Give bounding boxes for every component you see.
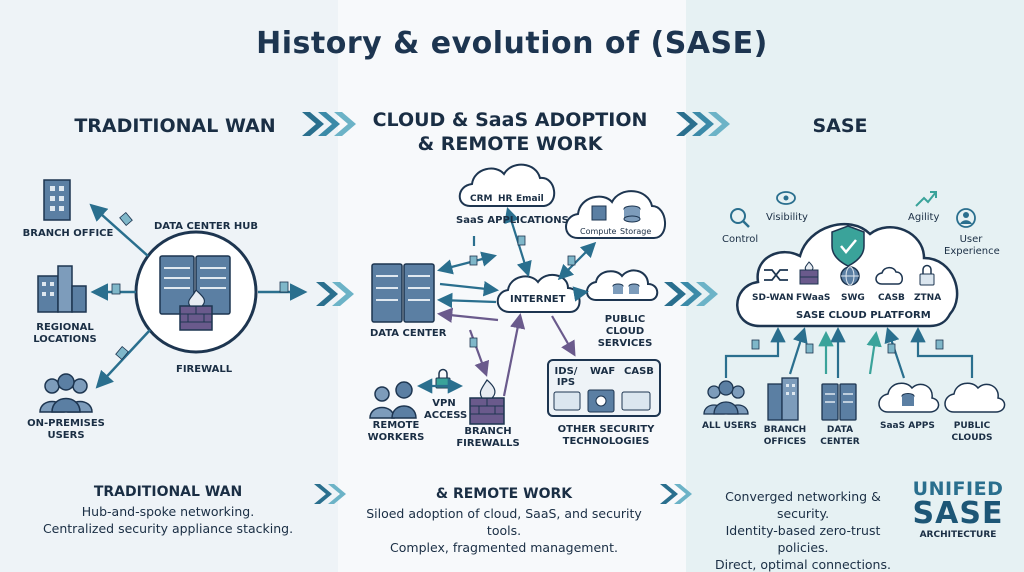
chevron-arrows-bottom-right xyxy=(660,484,692,504)
swg-globe-icon xyxy=(840,266,860,286)
cloud-adoption-description: & REMOTE WORK Siloed adoption of cloud, … xyxy=(352,486,656,556)
sd-wan-icon xyxy=(764,269,788,281)
branch-office-label: BRANCH OFFICE xyxy=(22,228,114,239)
public-cloud-icon xyxy=(586,269,659,301)
data-center-hub-icon xyxy=(159,255,231,315)
unified-sase-badge: UNIFIED SASE ARCHITECTURE xyxy=(902,480,1014,540)
chevron-arrows-bottom-left xyxy=(314,484,346,504)
sase-desc-line3: Direct, optimal connections. xyxy=(715,557,891,572)
firewall-label: FIREWALL xyxy=(176,364,233,375)
endpoint-data-center: DATA CENTER xyxy=(820,425,860,447)
vpn-access-label: VPN ACCESS xyxy=(424,398,468,421)
other-security-technologies-label: OTHER SECURITY TECHNOLOGIES xyxy=(557,424,655,447)
compute-label: Compute xyxy=(580,227,617,236)
benefit-user-experience: User Experience xyxy=(944,234,1000,257)
data-center-hub-label: DATA CENTER HUB xyxy=(154,221,259,232)
endpoint-all-users: ALL USERS xyxy=(702,421,757,431)
saas-applications-label: SaaS APPLICATIONS xyxy=(456,215,569,226)
packet-icons-left xyxy=(111,212,289,360)
firewall-icon xyxy=(179,288,213,331)
endpoint-branch-offices: BRANCH OFFICES xyxy=(763,425,807,447)
chevron-arrows-top-left xyxy=(302,112,356,136)
user-experience-icon xyxy=(956,208,976,228)
remote-workers-icon xyxy=(369,381,417,419)
saas-app-email: Email xyxy=(516,194,544,204)
branch-firewalls-icon xyxy=(469,379,505,425)
on-premises-users-icon xyxy=(39,373,93,413)
badge-line3: ARCHITECTURE xyxy=(919,530,997,540)
traditional-wan-desc-line2: Centralized security appliance stacking. xyxy=(42,521,294,536)
saas-cloud xyxy=(458,163,555,207)
traditional-wan-title: TRADITIONAL WAN xyxy=(74,115,276,137)
branch-offices-icon xyxy=(767,377,799,421)
agility-icon xyxy=(915,191,937,207)
sase-description: Converged networking & security. Identit… xyxy=(700,488,906,572)
visibility-icon xyxy=(776,191,796,205)
saas-apps-cloud-icon xyxy=(878,382,940,413)
sase-green-arrows xyxy=(818,330,882,375)
traditional-wan-description: TRADITIONAL WAN Hub-and-spoke networking… xyxy=(20,484,316,537)
chevron-arrows-top-right xyxy=(676,112,730,136)
branch-firewalls-label: BRANCH FIREWALLS xyxy=(456,426,520,449)
benefit-control: Control xyxy=(722,234,759,245)
sase-desc-line1: Converged networking & security. xyxy=(725,489,881,521)
shield-check-icon xyxy=(831,225,865,267)
sase-title: SASE xyxy=(812,115,868,137)
traditional-wan-desc-title: TRADITIONAL WAN xyxy=(93,484,243,500)
sase-endpoint-arrows xyxy=(724,326,974,379)
chevron-arrows-mid-right xyxy=(664,282,718,306)
remote-workers-label: REMOTE WORKERS xyxy=(367,420,425,443)
storage-label: Storage xyxy=(620,227,652,236)
regional-locations-label: REGIONAL LOCATIONS xyxy=(33,322,97,345)
data-center-right-icon xyxy=(821,383,857,421)
security-item-waf: WAF xyxy=(590,366,616,377)
data-center-icon xyxy=(371,263,435,323)
chevron-arrows-mid-left xyxy=(316,282,354,306)
sase-cloud-platform-label: SASE CLOUD PLATFORM xyxy=(796,310,931,321)
regional-locations-icon xyxy=(37,265,87,313)
benefit-agility: Agility xyxy=(908,212,940,223)
traditional-wan-desc-line1: Hub-and-spoke networking. xyxy=(81,504,255,519)
benefit-visibility: Visibility xyxy=(766,212,808,223)
casb-cloud-icon xyxy=(875,266,903,285)
cloud-adoption-desc-line2: Complex, fragmented management. xyxy=(390,540,618,555)
endpoint-public-clouds: PUBLIC CLOUDS xyxy=(951,421,993,443)
cloud-adoption-desc-title: & REMOTE WORK xyxy=(435,486,573,502)
endpoint-saas-apps: SaaS APPS xyxy=(880,421,935,431)
cloud-adoption-title: CLOUD & SaaS ADOPTION & REMOTE WORK xyxy=(360,108,660,156)
security-item-ids-ips: IDS/ IPS xyxy=(554,366,578,388)
all-users-icon xyxy=(703,380,749,415)
saas-app-hr: HR xyxy=(498,194,513,204)
service-casb: CASB xyxy=(878,293,905,303)
sase-desc-line2: Identity-based zero-trust policies. xyxy=(725,523,881,555)
cloud-adoption-title-line1: CLOUD & SaaS ADOPTION xyxy=(372,109,648,131)
security-technologies-box xyxy=(547,359,661,417)
saas-app-crm: CRM xyxy=(470,194,493,204)
ztna-lock-icon xyxy=(919,264,935,286)
cloud-adoption-desc-line1: Siloed adoption of cloud, SaaS, and secu… xyxy=(366,506,642,538)
branch-office-icon xyxy=(43,179,71,221)
security-item-casb: CASB xyxy=(624,366,654,377)
service-ztna: ZTNA xyxy=(914,293,942,303)
badge-line2: SASE xyxy=(912,496,1004,531)
on-premises-users-label: ON-PREMISES USERS xyxy=(27,418,105,441)
data-center-label: DATA CENTER xyxy=(370,328,447,339)
public-clouds-icon xyxy=(944,382,1006,413)
packet-icons-mid xyxy=(469,235,576,348)
service-swg: SWG xyxy=(841,293,865,303)
public-cloud-services-label: PUBLIC CLOUD SERVICES xyxy=(597,314,653,349)
mid-purple-arrows xyxy=(436,307,576,397)
fwaas-icon xyxy=(799,261,819,285)
compute-storage-cloud xyxy=(565,190,667,239)
control-search-icon xyxy=(730,208,750,228)
service-sd-wan: SD-WAN xyxy=(752,293,794,303)
internet-label: INTERNET xyxy=(510,294,566,305)
packet-icons-right xyxy=(751,339,944,354)
service-fwaas: FWaaS xyxy=(796,293,831,303)
page-title: History & evolution of (SASE) xyxy=(256,26,768,61)
cloud-adoption-title-line2: & REMOTE WORK xyxy=(417,133,603,155)
badge-line1: UNIFIED xyxy=(912,478,1004,500)
